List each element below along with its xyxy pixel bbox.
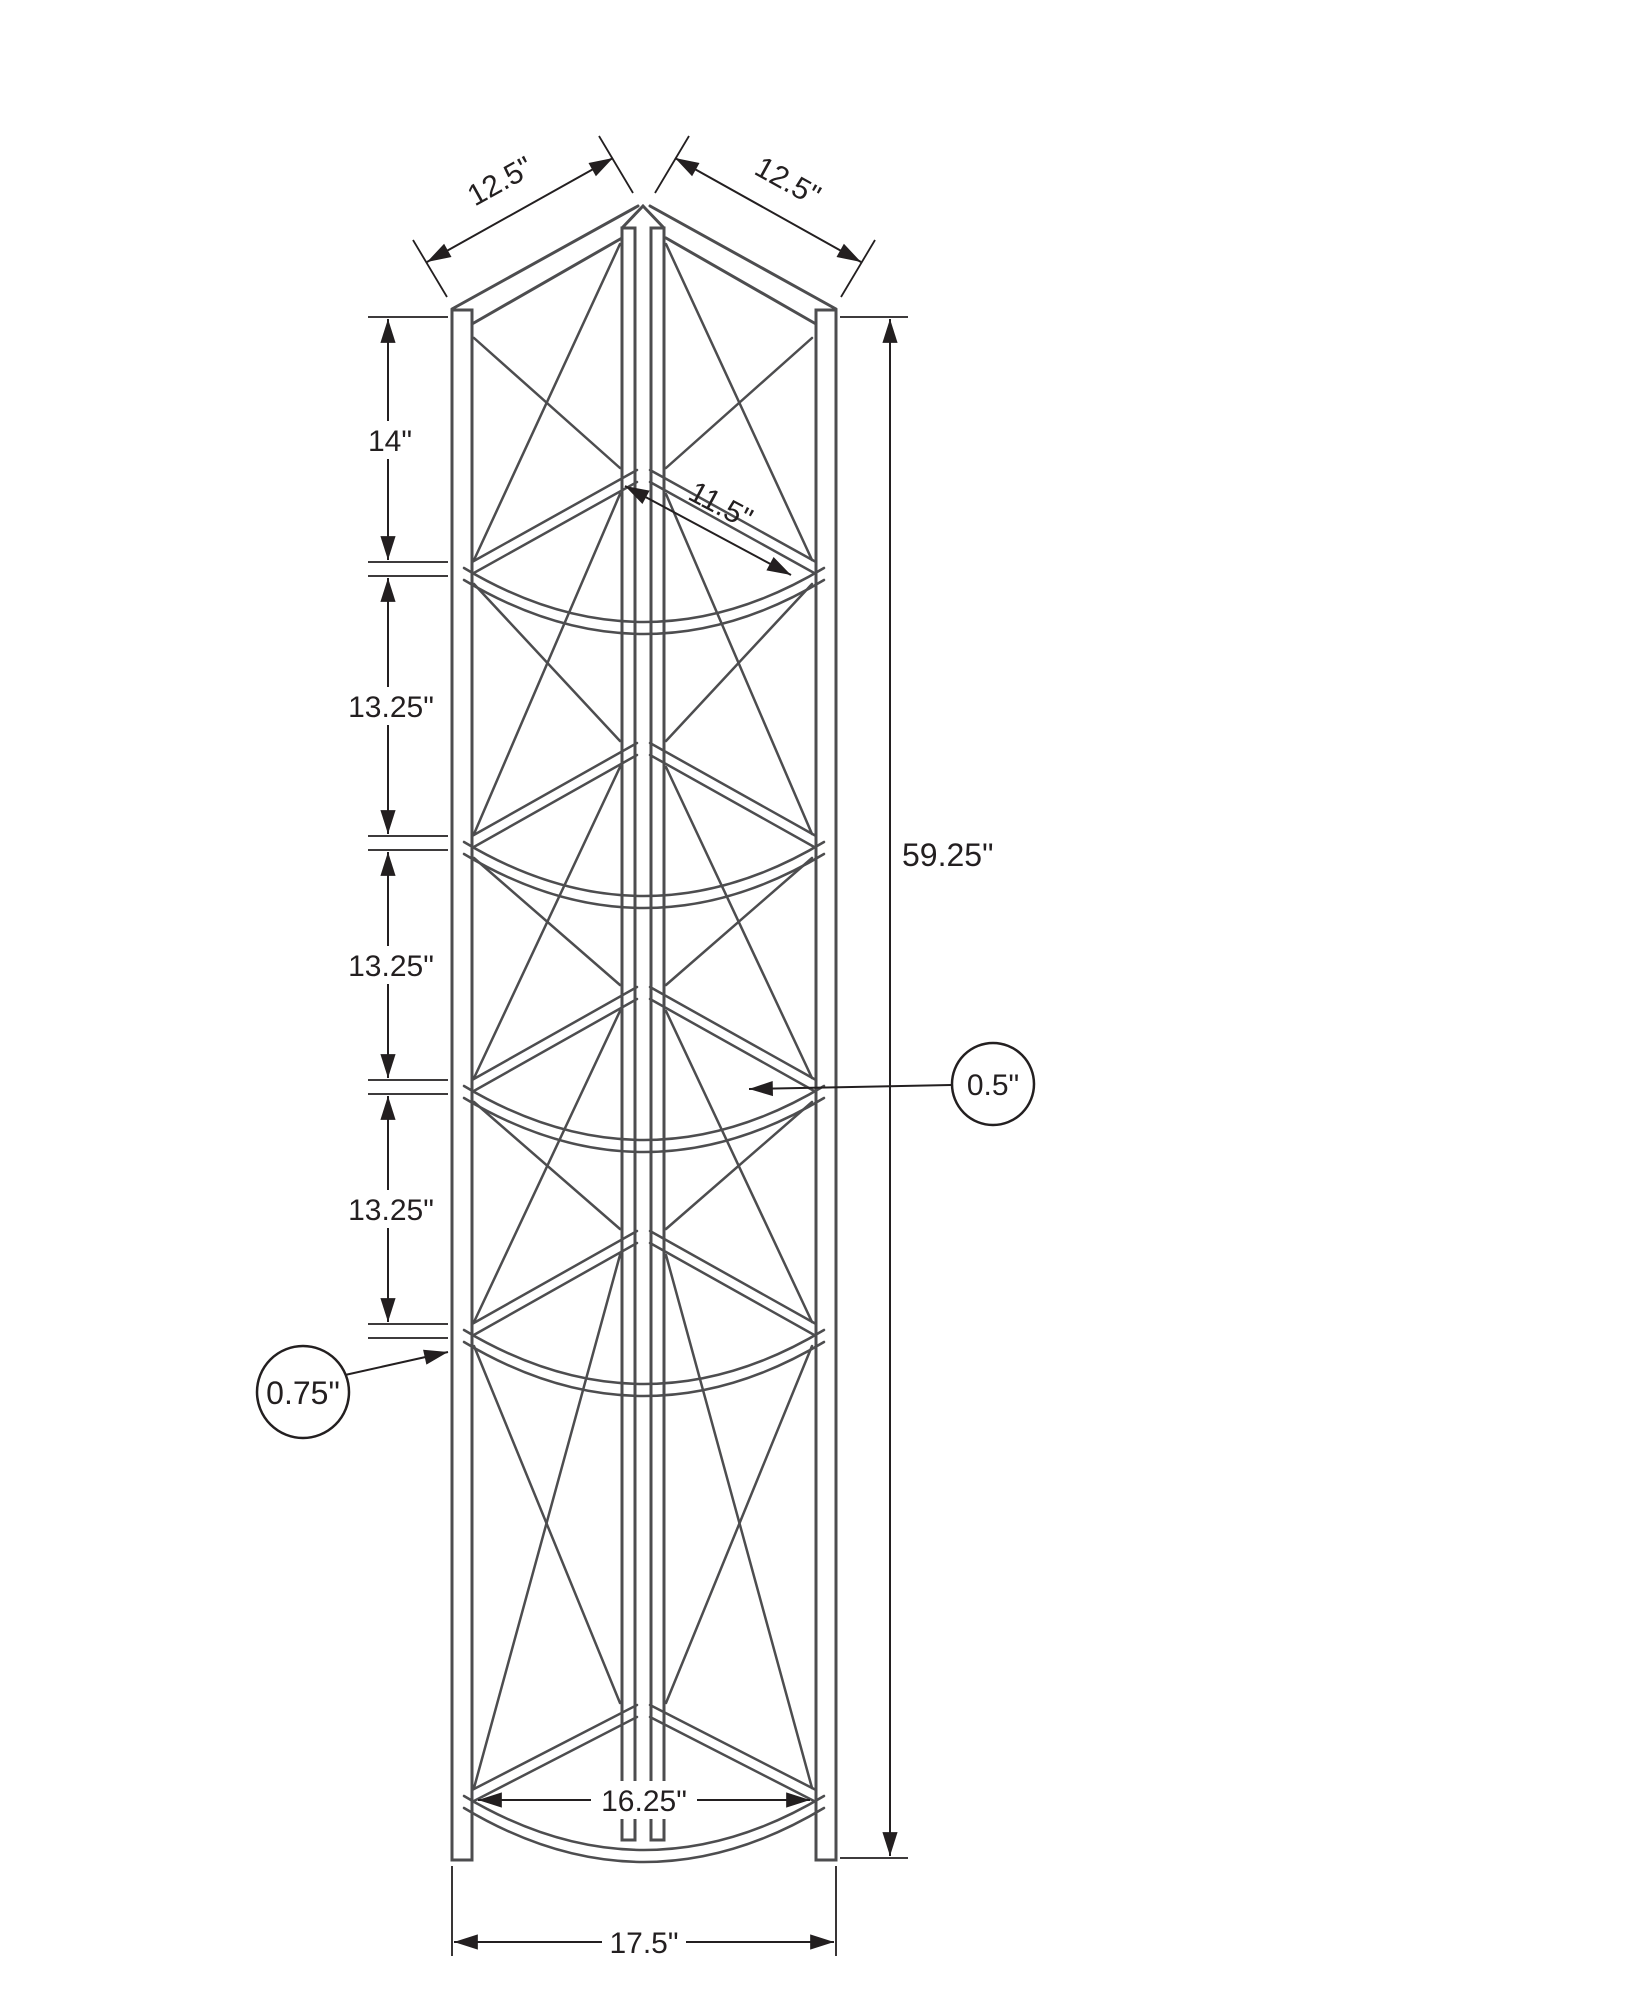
corner-post-cap bbox=[620, 203, 666, 230]
dim-label-overall-height: 59.25" bbox=[902, 837, 993, 873]
dim-left-chain: 14" 13.25" 13.25" 13.25" bbox=[340, 316, 448, 1339]
dim-label-top-right-depth: 12.5" bbox=[749, 151, 825, 213]
dim-overall-width: 17.5" bbox=[451, 1866, 837, 1961]
callout-circle-shelf-thickness bbox=[950, 1041, 1036, 1127]
shelf-3 bbox=[462, 985, 826, 1154]
dim-label-section-3-height: 13.25" bbox=[348, 950, 434, 983]
shelf-2 bbox=[462, 741, 826, 910]
shelf-1 bbox=[462, 468, 826, 636]
dim-label-section-2-height: 13.25" bbox=[348, 691, 434, 724]
center-right-post bbox=[649, 226, 666, 1842]
dim-label-overall-width: 17.5" bbox=[609, 1927, 678, 1960]
dim-label-shelf-diagonal: 11.5" bbox=[683, 475, 757, 536]
top-rail-left-outer bbox=[450, 204, 640, 311]
top-rail-left-inner bbox=[470, 236, 624, 326]
top-rail-right-inner bbox=[664, 236, 818, 326]
callout-circle-frame-thickness bbox=[255, 1344, 351, 1440]
dim-inner-width: 16.25" bbox=[478, 1781, 810, 1819]
right-post bbox=[814, 308, 838, 1862]
dim-top-right-depth: 12.5" bbox=[654, 135, 876, 298]
dim-label-frame-thickness: 0.75" bbox=[266, 1375, 340, 1411]
dim-overall-height: 59.25" bbox=[840, 316, 993, 1859]
dim-label-top-left-depth: 12.5" bbox=[462, 151, 538, 213]
left-post bbox=[450, 308, 474, 1862]
callout-frame-thickness: 0.75" bbox=[255, 1344, 449, 1440]
dim-label-inner-width: 16.25" bbox=[601, 1785, 687, 1818]
dim-top-left-depth: 12.5" bbox=[412, 135, 634, 298]
dim-label-top-section-height: 14" bbox=[368, 425, 412, 458]
dim-label-shelf-thickness: 0.5" bbox=[967, 1069, 1019, 1102]
x-braces bbox=[472, 242, 814, 1790]
dim-label-section-4-height: 13.25" bbox=[348, 1194, 434, 1227]
frame bbox=[450, 203, 838, 1862]
dimensions: 12.5" 12.5" 14" 13.25" bbox=[255, 135, 1036, 1961]
top-rail-right-outer bbox=[648, 204, 838, 311]
shelf-5 bbox=[462, 1703, 826, 1864]
callout-shelf-thickness: 0.5" bbox=[748, 1041, 1036, 1127]
center-left-post bbox=[620, 226, 637, 1842]
shelf-4 bbox=[462, 1229, 826, 1398]
shelves bbox=[462, 468, 826, 1864]
